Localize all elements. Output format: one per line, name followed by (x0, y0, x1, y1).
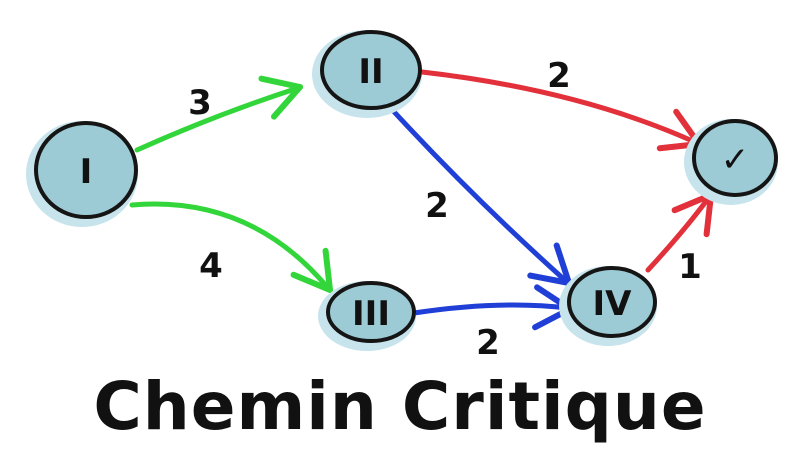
edge-line (129, 201, 331, 291)
node-label: I (80, 152, 93, 192)
edge-labels-layer: 3 4 2 2 2 1 (188, 56, 702, 363)
node-circle (34, 121, 138, 219)
arrowhead-stroke (270, 84, 303, 120)
node-circle (320, 30, 422, 110)
node-circle (326, 281, 416, 343)
arrowhead-stroke (527, 272, 572, 286)
node-circle (567, 266, 657, 338)
edge-weight-label: 3 (188, 83, 212, 123)
edge-I-II (134, 75, 303, 153)
edge-weight-label: 1 (678, 247, 702, 287)
arrowhead-stroke (553, 242, 572, 286)
edge-weight-label: 2 (425, 186, 449, 226)
arrowhead-stroke (258, 75, 303, 90)
node-III: III (318, 281, 416, 351)
edge-III-IV (411, 284, 573, 331)
edge-line (134, 85, 301, 153)
node-V: ✓ (684, 119, 778, 205)
node-I: I (26, 121, 138, 227)
node-IV: IV (559, 266, 657, 346)
edge-line (419, 69, 700, 146)
node-label: III (352, 294, 390, 334)
edge-line (645, 193, 713, 273)
node-label: ✓ (721, 140, 750, 180)
node-label: II (358, 52, 383, 92)
edge-II-IV (383, 100, 572, 286)
arrowhead-stroke (290, 271, 333, 293)
edge-weight-label: 2 (476, 323, 500, 363)
diagram-title: Chemin Critique (93, 368, 707, 445)
node-II: II (312, 30, 422, 118)
arrowhead-stroke (703, 192, 714, 238)
edge-weight-label: 4 (199, 246, 223, 286)
node-label: IV (593, 284, 633, 324)
edge-line (411, 302, 571, 316)
node-circle (692, 119, 778, 197)
arrowhead-stroke (322, 247, 333, 293)
edge-weight-label: 2 (547, 56, 571, 96)
edge-I-III (129, 201, 333, 293)
edge-line (383, 100, 570, 285)
